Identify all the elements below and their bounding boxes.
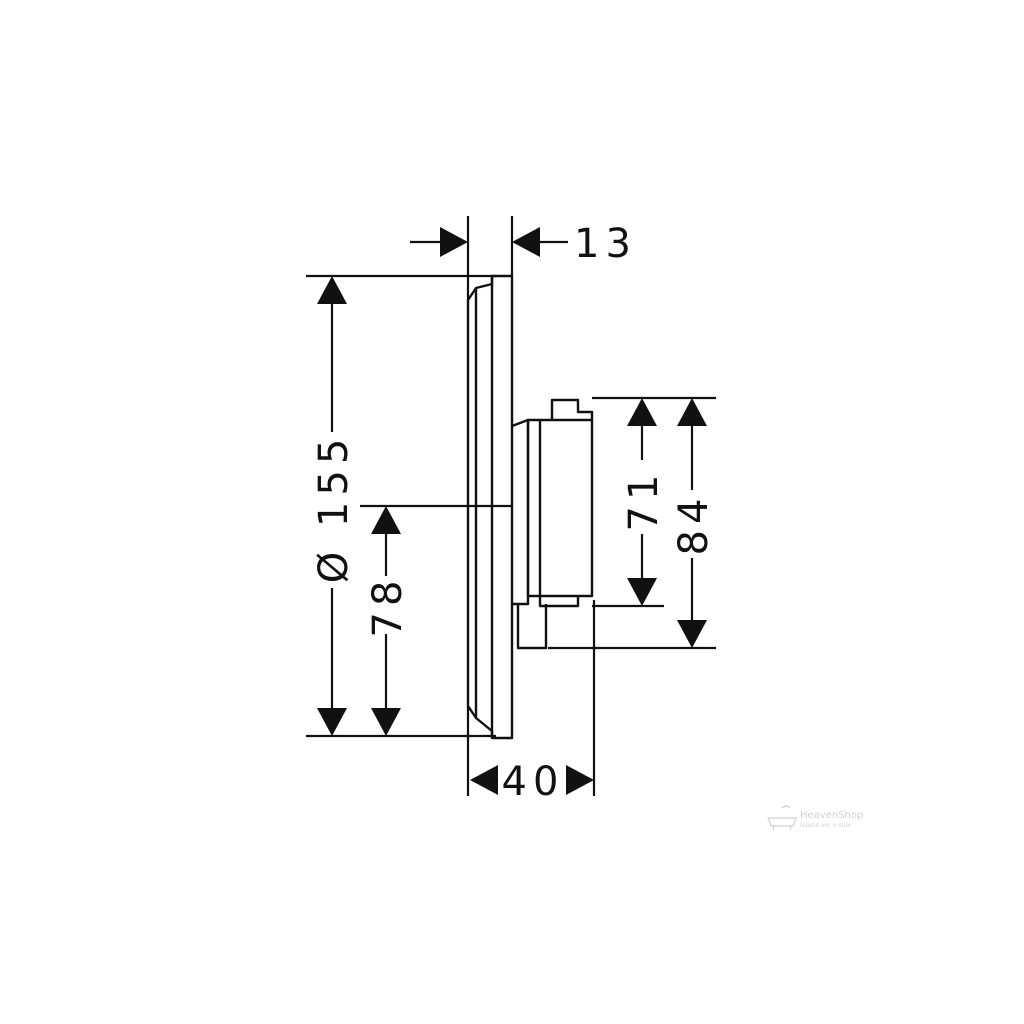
dimension-diameter: Ø 155	[311, 276, 357, 736]
dim-78-label: 78	[365, 575, 411, 638]
watermark: HeavenShop lepsze uło o mile	[767, 805, 863, 831]
dim-71-label: 71	[621, 469, 667, 532]
dim-71-arrow-top	[627, 398, 657, 426]
dim-13-arrow-left	[440, 227, 468, 257]
dimension-top-offset: 13	[410, 221, 637, 267]
dim-40-arrow-left	[470, 765, 498, 795]
dim-40-label: 40	[502, 759, 565, 805]
dim-155-arrow-bottom	[317, 708, 347, 736]
dimension-center-height: 78	[365, 506, 411, 736]
housing-top-lug	[550, 398, 594, 420]
dim-13-arrow-right	[512, 227, 540, 257]
dim-78-arrow-top	[371, 506, 401, 534]
dim-155-arrow-top	[317, 276, 347, 304]
dim-40-arrow-right	[566, 765, 594, 795]
dimension-overall-height: 84	[671, 398, 717, 648]
housing-body	[526, 418, 594, 598]
dim-84-arrow-top	[677, 398, 707, 426]
dim-84-label: 84	[671, 493, 717, 556]
housing-step	[511, 418, 530, 606]
watermark-tagline: lepsze uło o mile	[800, 822, 851, 829]
dim-78-arrow-bottom	[371, 708, 401, 736]
dim-71-arrow-bottom	[627, 578, 657, 606]
dim-84-arrow-bottom	[677, 620, 707, 648]
dimension-body-height: 71	[621, 398, 667, 606]
dim-155-label: Ø 155	[311, 433, 357, 584]
dimension-depth: 40	[470, 759, 594, 805]
housing-spindle	[516, 604, 548, 650]
extension-lines	[306, 216, 716, 796]
bathtub-icon	[767, 805, 797, 831]
part-outline	[466, 274, 594, 740]
dim-13-label: 13	[574, 221, 637, 267]
watermark-name: HeavenShop	[800, 810, 863, 821]
housing-bottom-lug	[538, 596, 580, 608]
